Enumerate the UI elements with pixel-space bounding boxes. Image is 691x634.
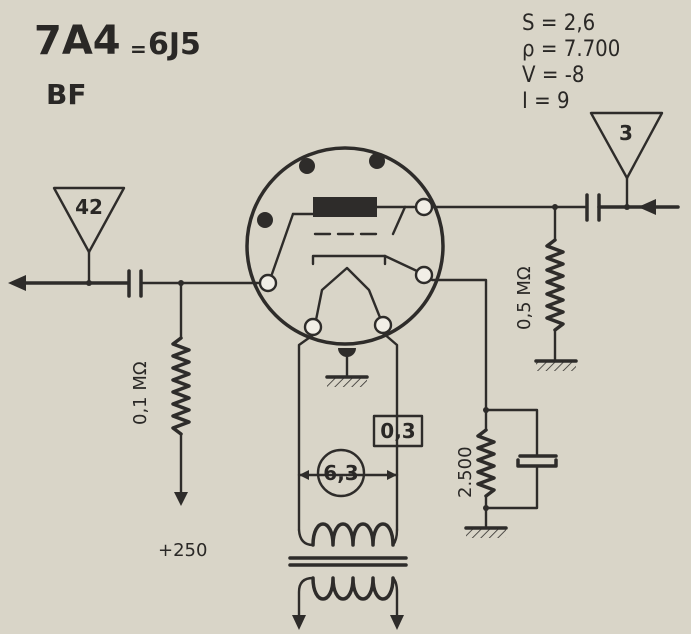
transformer-primary	[311, 522, 395, 547]
plate-resistor-label: 0,1 MΩ	[130, 361, 151, 425]
equivalence-sign: =	[130, 37, 147, 61]
param-rho: ρ = 7.700	[522, 37, 620, 62]
grid-resistor: 0,5 MΩ	[514, 205, 578, 371]
plate-resistor: 0,1 MΩ +250	[130, 281, 207, 561]
plate-electrode	[313, 197, 377, 217]
filament-voltage-label: 6,3	[323, 461, 358, 485]
header: 7A4 = 6J5 BF	[34, 18, 201, 111]
parameters: S = 2,6 ρ = 7.700 V = -8 I = 9	[522, 11, 620, 114]
param-v: V = -8	[522, 63, 584, 88]
b-plus-arrow	[174, 492, 188, 506]
pin-cathode	[414, 265, 434, 285]
param-i: I = 9	[522, 89, 570, 114]
right-triangle-symbol: 3	[589, 111, 664, 209]
filament-current-label: 0,3	[380, 419, 415, 443]
output-line	[8, 269, 270, 298]
tube-type: 7A4	[34, 18, 121, 64]
pin-heater-1	[303, 317, 323, 337]
tube-function: BF	[46, 78, 86, 111]
cathode-resistor-label: 2.500	[455, 446, 476, 498]
filament-current-box	[372, 414, 424, 448]
tube-ground	[325, 375, 369, 387]
b-plus-label: +250	[158, 540, 207, 561]
pin-heater-2	[373, 315, 393, 335]
grid-resistor-label: 0,5 MΩ	[514, 266, 535, 330]
right-triangle-label: 3	[619, 121, 633, 145]
filament-voltage-circle	[316, 448, 366, 498]
tube-envelope	[245, 146, 445, 346]
left-triangle-label: 42	[75, 195, 103, 219]
heater-circuit: 6,3 0,3	[288, 331, 424, 630]
output-arrow	[8, 275, 26, 291]
equivalent-tube: 6J5	[148, 27, 201, 62]
transformer-secondary	[311, 576, 395, 601]
pin-plate	[414, 197, 434, 217]
pin-grid	[258, 273, 278, 293]
cathode-circuit: 2.500	[430, 278, 558, 538]
left-triangle-symbol: 42	[52, 186, 126, 285]
vacuum-tube	[245, 146, 445, 378]
input-arrow	[638, 199, 656, 215]
input-line	[430, 193, 680, 222]
param-s: S = 2,6	[522, 11, 595, 36]
